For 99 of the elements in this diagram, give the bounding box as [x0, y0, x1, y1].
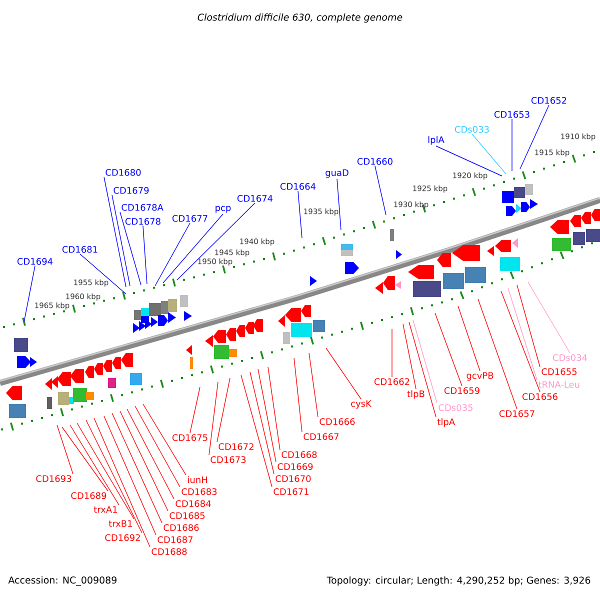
gene-label: trxB1 — [108, 520, 132, 527]
leader-line — [250, 372, 274, 474]
leader-line — [500, 290, 540, 392]
gene-label: CD1669 — [278, 463, 313, 470]
leader-line — [434, 312, 462, 386]
leader-line — [268, 366, 280, 450]
gene-label: CD1687 — [158, 536, 193, 543]
gene-label: CDs034 — [552, 354, 588, 361]
gene-label: CD1672 — [218, 443, 254, 450]
leader-line — [308, 352, 318, 418]
gene-label: tRNA-Leu — [538, 381, 580, 388]
leader-line — [154, 222, 190, 286]
leader-line — [76, 422, 134, 520]
leader-line — [412, 320, 438, 404]
footer-text: Accession: NC_009089 — [8, 576, 116, 586]
gene-label: CD1684 — [176, 500, 211, 508]
gene-label: CD1678 — [125, 218, 160, 225]
gene-label: CD1693 — [36, 475, 72, 482]
gene-label: CD1681 — [62, 246, 98, 253]
leader-line — [216, 378, 230, 442]
leader-line — [56, 424, 74, 474]
leader-line — [458, 306, 480, 372]
footer-text: Topology: circular; Length: 4,290,252 bp; Genes: 3,926 — [326, 576, 590, 586]
gene-label: CD1667 — [304, 433, 339, 440]
gene-label: CD1673 — [210, 456, 246, 463]
gene-label: CD1670 — [276, 475, 311, 482]
leader-line — [86, 420, 142, 534]
leader-line — [508, 288, 538, 380]
leader-line — [176, 202, 256, 280]
leader-line — [436, 146, 502, 176]
leader-line — [142, 404, 186, 476]
gene-label: cysK — [351, 400, 372, 409]
leader-line — [24, 266, 36, 322]
leader-line — [326, 348, 362, 400]
gene-label: CD1678A — [122, 204, 164, 211]
leader-line — [408, 322, 436, 418]
leader-line — [374, 166, 386, 216]
leader-line — [298, 190, 302, 238]
gene-label: CD1680 — [106, 169, 141, 176]
gene-label: CD1659 — [444, 387, 480, 394]
gene-label: CD1671 — [274, 488, 308, 495]
gene-label: CD1694 — [17, 258, 53, 265]
leader-line — [162, 214, 224, 284]
leader-line — [142, 226, 148, 284]
leader-line — [472, 134, 506, 174]
leader-line — [528, 282, 570, 354]
leader-line — [126, 408, 174, 500]
gene-label: CD1666 — [320, 418, 355, 425]
leader-line — [134, 406, 180, 488]
leader-line — [80, 254, 126, 294]
gene-label: CDs033 — [454, 126, 489, 133]
leader-line — [258, 368, 276, 462]
leader-line — [190, 386, 200, 434]
leader-line — [478, 298, 518, 410]
leader-line — [112, 194, 130, 286]
gene-label: tlpB — [407, 390, 424, 399]
gene-label: CD1662 — [374, 378, 410, 385]
gene-label: CDs035 — [438, 404, 472, 411]
gene-label: CD1660 — [357, 158, 392, 165]
gene-label: CD1674 — [237, 195, 273, 202]
leader-line — [104, 176, 126, 288]
gene-label: CD1653 — [494, 111, 530, 118]
gene-label: guaD — [326, 169, 348, 178]
gene-label: CD1688 — [152, 548, 187, 556]
leader-line — [120, 212, 142, 286]
gene-label: CD1677 — [172, 215, 208, 222]
leader-line — [520, 104, 550, 170]
gene-label: CD1685 — [170, 512, 205, 520]
leader-line — [62, 426, 108, 492]
gene-label: CD1655 — [542, 368, 577, 375]
gene-label: lplA — [428, 136, 444, 145]
leader-line — [104, 416, 156, 536]
leader-line — [294, 358, 302, 432]
gene-label: CD1679 — [114, 187, 149, 194]
leader-line — [112, 412, 162, 524]
gene-label: CD1668 — [282, 451, 317, 458]
gene-label: CD1664 — [280, 183, 316, 190]
gene-label: pcp — [216, 206, 231, 213]
leader-line — [94, 418, 150, 548]
title: Clostridium difficile 630, complete genome — [198, 13, 402, 23]
gene-label: CD1692 — [105, 534, 140, 542]
leader-line — [70, 424, 120, 506]
leader-line — [240, 374, 272, 488]
gene-label: gcvPB — [466, 372, 494, 381]
gene-label: CD1675 — [172, 434, 208, 441]
leader-line — [120, 410, 168, 512]
gene-label: trxA1 — [94, 506, 117, 513]
gene-label: CD1657 — [499, 410, 534, 417]
leader-line — [402, 324, 416, 390]
gene-label: CD1656 — [522, 393, 558, 400]
leader-line — [516, 284, 540, 368]
gene-label: CD1683 — [182, 488, 217, 495]
gene-label: CD1686 — [164, 524, 199, 531]
gene-label: iunH — [188, 476, 207, 484]
gene-label: CD1652 — [531, 97, 566, 104]
leader-line — [336, 178, 342, 230]
gene-label: CD1689 — [71, 492, 106, 499]
gene-label: tlpA — [437, 418, 456, 427]
leader-line — [208, 382, 218, 456]
